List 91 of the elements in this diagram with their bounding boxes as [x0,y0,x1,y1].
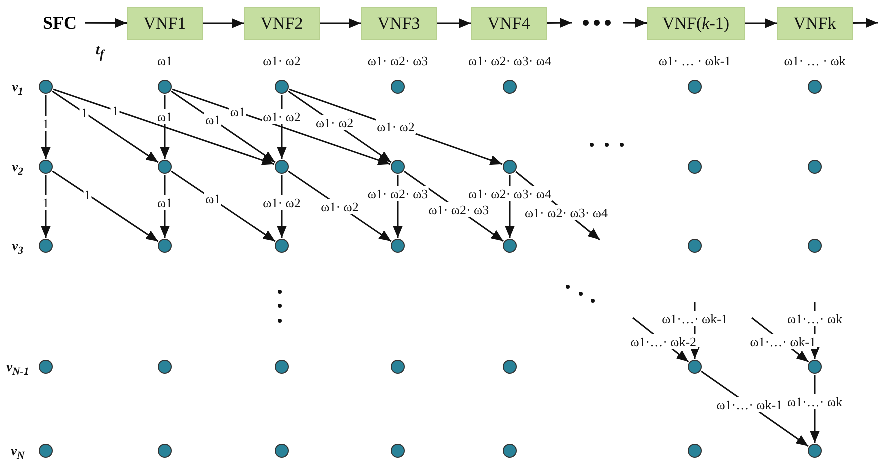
edge-label: 1 [42,116,50,132]
vertex-circle [39,444,53,458]
vertex-circle [391,160,405,174]
vertex-circle [158,239,172,253]
arrow [85,18,127,28]
column-weight: ω1· ω2· ω3 [368,54,428,68]
vertex-circle [688,80,702,94]
row-label: v$_{1}$ [12,80,24,98]
column-weight: ω1· … · ωk [784,54,846,68]
edge-label: ω1·…· ωk-2 [630,334,698,350]
arrow [160,95,170,159]
arrow [320,18,361,28]
vnf-box: VNFk [777,7,853,40]
vertex-circle [391,239,405,253]
arrow [52,170,159,242]
edge-label: ω1· ω2 [376,120,416,134]
vertex-circle [158,160,172,174]
chain-label: SFC [35,10,85,36]
column-weight: ω1· … · ωk-1 [658,54,732,68]
column-weight: ω1· ω2 [263,54,301,68]
arrow [160,175,170,238]
vertex-circle [503,80,517,94]
row-label: v$_{2}$ [12,160,24,178]
vertex-circle [391,444,405,458]
edge-label: ω1·…· ωk-1 [749,334,818,350]
row-label: v$_{N-1}$ [6,360,30,378]
vertex-circle [391,80,405,94]
column-weight: ω1 [157,54,173,68]
edge-label: ω1· ω2 [320,199,360,214]
edge-label: ω1·…· ωk-1 [716,398,784,413]
vertex-circle [503,160,517,174]
vertex-circle [275,239,289,253]
vnf-box: VNF1 [127,7,203,40]
vertex-circle [808,444,822,458]
arrow [171,170,276,242]
vertex-circle [39,360,53,374]
edge-label: ω1·…· ωk-1 [661,312,729,327]
vnf-box: VNF2 [244,7,320,40]
arrow [203,18,244,28]
vnf-box: VNF3 [361,7,437,40]
edge-label: ω1 [204,112,222,128]
vertex-circle [808,360,822,374]
vertex-circle [808,80,822,94]
vnf-box: VNF4 [471,7,547,40]
vertex-circle [39,80,53,94]
vertex-circle [808,160,822,174]
edge-label: ω1·…· ωk [786,312,844,327]
edge-label: 1 [42,196,50,211]
vertex-circle [503,239,517,253]
column-weight: ω1· ω2· ω3· ω4 [468,54,552,68]
arrow [745,18,777,28]
vertex-circle [688,360,702,374]
vertex-circle [688,444,702,458]
edge-label: ω1 [204,192,222,207]
vnf-box: VNF(k-1) [647,7,745,40]
row-label: v$_{N}$ [11,444,25,460]
edge-label: ω1· ω2 [315,116,355,131]
arrow [171,90,276,164]
arrow [547,18,572,28]
vertex-circle [275,80,289,94]
vertex-circle [503,360,517,374]
edge-label: ω1· ω2· ω3· ω4 [468,186,552,202]
arrow [53,88,275,166]
edge-label: ω1· ω2· ω3 [366,186,430,202]
arrow [52,90,159,164]
row-label: v$_{3}$ [12,239,24,257]
edge-label: ω1· ω2 [262,110,302,125]
edge-label: ω1· ω2· ω3 [428,202,490,218]
arrow [853,18,878,28]
edge-label: ω1 [156,110,174,125]
edge-label: ω1· ω2 [262,196,302,211]
vertex-circle [275,444,289,458]
vertex-circle [39,239,53,253]
edge-label: ω1 [156,196,174,211]
vertex-circle [275,360,289,374]
vertex-circle [158,444,172,458]
vertex-circle [688,160,702,174]
vertex-circle [808,239,822,253]
vertex-circle [158,360,172,374]
vertex-circle [391,360,405,374]
edge-label: ω1· ω2· ω3· ω4 [524,205,609,220]
arrow [172,88,391,166]
vertex-circle [503,444,517,458]
vertex-circle [39,160,53,174]
arrow [437,18,471,28]
edge-label: ω1·…· ωk [786,394,844,410]
vertex-circle [688,239,702,253]
arrow [623,18,647,28]
vertex-circle [275,160,289,174]
edge-label: ω1 [229,104,246,120]
vertex-circle [158,80,172,94]
